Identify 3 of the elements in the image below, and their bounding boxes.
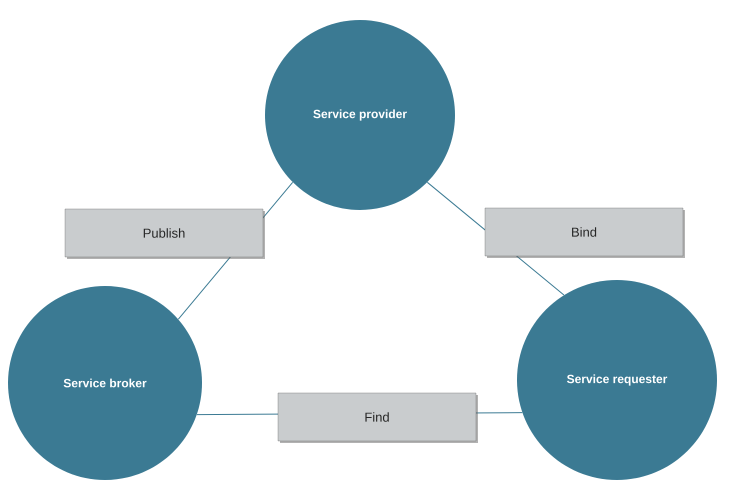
edge-label: Publish [64, 208, 265, 259]
edge-label: Find [278, 392, 478, 443]
edge-label: Bind [484, 208, 685, 258]
